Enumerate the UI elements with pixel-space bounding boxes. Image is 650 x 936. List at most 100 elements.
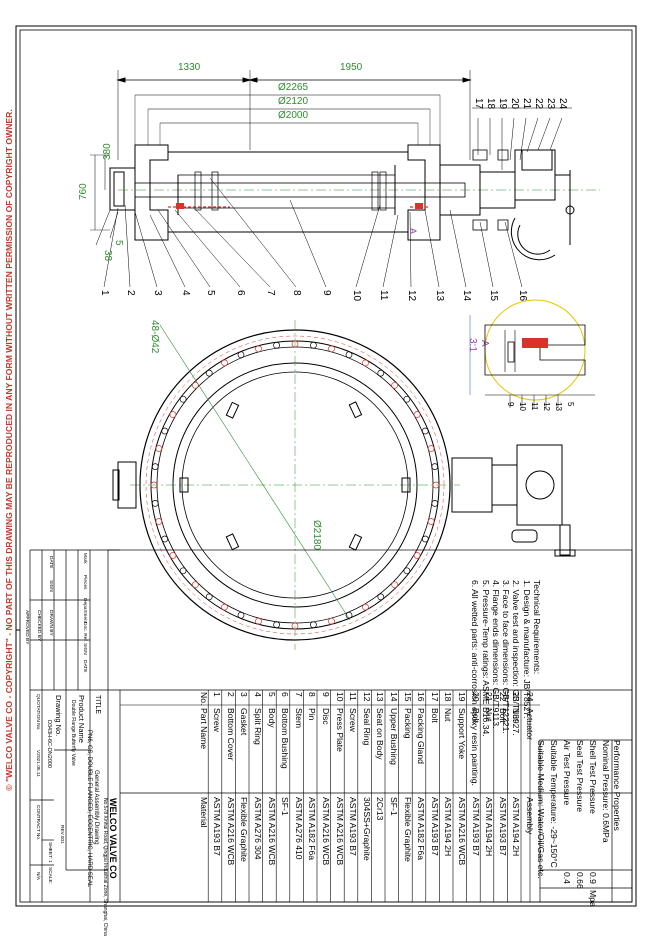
bolt-hole <box>362 603 369 611</box>
bom-material: ASTM A193 B7 <box>497 797 508 856</box>
sign-row-label: APPROVED BY <box>24 610 29 645</box>
bom-part-name: Bolt <box>429 708 440 723</box>
bom-no: 14 <box>389 692 399 702</box>
balloon-label: 17 <box>473 98 484 110</box>
bolt-hole <box>221 603 228 611</box>
balloon-label: 3 <box>152 290 163 296</box>
bom-material: ASTM A182 F6a <box>307 797 318 861</box>
bom-part-name: Bottom Bushing <box>280 708 291 769</box>
bom-part-name: Nut <box>484 708 495 722</box>
dim-5: 5 <box>113 240 124 246</box>
bom-part-name: Upper Bushing <box>389 708 399 765</box>
bolt-hole <box>403 567 411 575</box>
balloon-label: 8 <box>291 290 302 296</box>
bom-part-name: Screw <box>212 708 223 732</box>
bom-no: 5 <box>266 692 277 697</box>
bolt-hole <box>161 427 169 435</box>
dim-38: 38 <box>102 250 113 262</box>
bolt-hole <box>328 617 335 625</box>
dim-1330: 1330 <box>178 62 201 73</box>
dim-1950: 1950 <box>340 62 363 73</box>
bom-material: ASTM A194 2H <box>443 797 454 857</box>
bom-part-name: Stem <box>293 708 304 729</box>
bom-material: Flexible Graphite <box>239 797 250 862</box>
mark-column-header: Mark <box>82 553 87 564</box>
bolt-hole <box>191 381 199 389</box>
balloon-label: 19 <box>497 98 508 110</box>
bolt-hole <box>155 518 163 525</box>
company-name: WELCO VALVE CO <box>108 798 118 879</box>
bolt-hole <box>431 463 439 470</box>
tech-item: 4. Flange ends dimensions: GB/T9113. <box>490 580 501 729</box>
tech-item: 6. All wetted parts: anti-corrosion epox… <box>470 580 481 786</box>
bolt-hole <box>151 463 159 470</box>
balloon-label: 7 <box>265 290 276 296</box>
bom-material: Assembly <box>525 797 535 835</box>
perf-row: Suitable Temperature: -29~150°C <box>549 740 559 868</box>
title-line-1: General Assembly Drawing <box>93 770 100 845</box>
bom-no: 15 <box>402 692 413 702</box>
bolt-hole <box>150 481 158 489</box>
bom-material: ASTM A193 B7 <box>212 797 223 856</box>
bom-no: 10 <box>334 692 345 702</box>
contract-label: CONTRACT No. <box>35 805 40 841</box>
bolt-hole <box>345 351 353 359</box>
bom-row-lines <box>120 690 540 902</box>
dim-760: 760 <box>78 183 89 200</box>
bolt-hole <box>421 535 429 543</box>
bolt-hole <box>273 621 280 629</box>
bom-material: ASTM A216 WCB <box>457 797 467 866</box>
balloon-label: 14 <box>461 290 472 302</box>
bom-material: SF-1 <box>280 797 291 816</box>
detail-balloon-label: 5 <box>566 402 575 407</box>
balloon-label: 4 <box>180 290 191 296</box>
bom-no: 2 <box>225 692 236 697</box>
bom-header-material: Material <box>198 797 209 828</box>
performance-properties: Performance Properties Nominal Pressure:… <box>533 740 622 907</box>
balloon-label: 1 <box>99 290 110 296</box>
detail-label: A <box>479 340 490 347</box>
bolt-hole <box>427 518 435 525</box>
bom-part-name: Bolt <box>470 708 481 723</box>
dim-2000: Ø2000 <box>278 110 309 121</box>
bolt-hole <box>413 411 421 418</box>
dim-2120: Ø2120 <box>278 96 309 107</box>
bom-no: 13 <box>375 692 386 702</box>
bolt-hole <box>432 481 440 489</box>
bom-no: 18 <box>443 692 454 702</box>
bom-material: ASTM A194 2H <box>511 797 522 857</box>
balloon-label: 5 <box>205 290 216 296</box>
detail-marker: A <box>408 228 418 235</box>
bom-part-name: Body <box>266 708 277 728</box>
bolt-hole <box>431 500 439 507</box>
rev-label: REV.001 <box>59 825 64 844</box>
bolt-hole <box>391 581 399 589</box>
bolt-hole <box>377 369 385 377</box>
bom-no: 23 <box>511 692 522 702</box>
tech-item: 2. Valve test and inspection: GB/T13927. <box>511 580 522 736</box>
bom-material: ASTM A216 WCB <box>334 797 345 866</box>
perf-row: Shell Test Pressure0.9Mpa <box>588 740 598 907</box>
bom-no: 12 <box>361 692 372 702</box>
detail-balloon-label: 10 <box>518 402 527 411</box>
tech-item: 1. Design & manufacture: JB/T8527. <box>521 580 532 719</box>
bom-no: 6 <box>280 692 291 697</box>
mark-column-header: SIGN <box>82 643 87 655</box>
sign-row-sign: SIGN <box>48 580 53 592</box>
mark-column-header: Department <box>82 598 87 624</box>
dim-2180: Ø2180 <box>311 520 322 551</box>
perf-row: Nominal Pressure: 0.6MPa <box>601 740 611 843</box>
bom-material: ASTM A193 B7 <box>348 797 359 856</box>
outer-border <box>15 25 637 907</box>
bom-no: 21 <box>484 692 495 702</box>
bom-no: 16 <box>416 692 427 702</box>
bom-no: 20 <box>470 692 481 702</box>
bom-material: ASTM A276 410 <box>293 797 304 860</box>
technical-requirements: Technical Requirements: 1. Design & manu… <box>470 580 542 786</box>
detail-balloon-label: 11 <box>530 402 539 411</box>
bom-no: 11 <box>348 692 359 701</box>
bom-grid <box>29 549 633 903</box>
bolt-hole <box>169 552 177 559</box>
